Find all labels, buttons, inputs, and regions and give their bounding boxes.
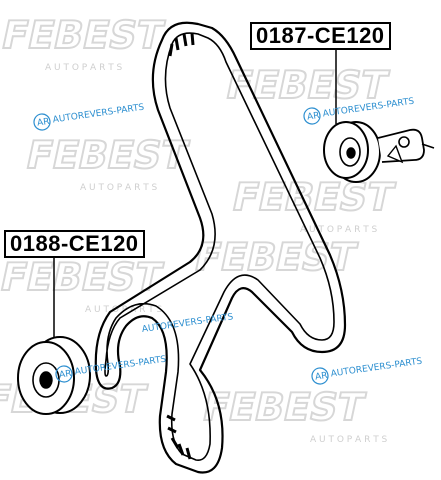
watermark-brand-text: FEBEST	[228, 175, 398, 220]
tensioner-spring	[386, 144, 404, 164]
watermark-brand-text: FEBEST	[22, 133, 192, 178]
watermark-brand-text: FEBEST	[191, 235, 361, 280]
belt-outer-edge	[94, 21, 347, 474]
ar-logo-text: AR	[314, 371, 328, 383]
ar-logo-icon	[311, 367, 329, 385]
timing-belt	[94, 21, 347, 474]
febest-watermark: FEBEST	[221, 62, 393, 109]
autorevers-stamp: AR AUTOREVERS-PARTS	[33, 103, 145, 131]
ar-logo-icon	[303, 107, 321, 125]
watermark-brand-text: FEBEST	[0, 13, 167, 58]
febest-watermark: FEBEST	[190, 234, 362, 281]
tensioner-arm	[421, 143, 435, 149]
febest-watermark: FEBEST A U T O P A R T S	[21, 132, 193, 193]
tensioner-pulley	[323, 121, 435, 183]
watermark-tagline: A U T O P A R T S	[310, 435, 388, 445]
ar-stamp-text: AUTOREVERS-PARTS	[141, 312, 234, 335]
watermark-tagline: A U T O P A R T S	[80, 183, 158, 193]
ar-logo-icon	[33, 113, 51, 131]
tensioner-part-number-label: 0187-CE120	[250, 22, 391, 50]
watermark-brand-text: FEBEST	[199, 385, 369, 430]
idler-part-number-label: 0188-CE120	[4, 230, 145, 258]
watermark-tagline: A U T O P A R T S	[300, 225, 378, 235]
febest-watermark: FEBEST A U T O P A R T S	[227, 174, 399, 235]
leader-lines	[53, 50, 337, 338]
tensioner-pulley-hub	[346, 147, 356, 159]
belt-teeth	[166, 32, 195, 460]
idler-pulley-hub	[39, 371, 53, 389]
idler-pulley	[17, 336, 91, 415]
ar-stamp-text: AUTOREVERS-PARTS	[52, 103, 145, 126]
ar-logo-text: AR	[58, 369, 72, 381]
febest-watermark: FEBEST A U T O P A R T S	[198, 384, 388, 445]
watermark-tagline: A U T O P A R T S	[45, 63, 123, 73]
autorevers-stamp: AUTOREVERS-PARTS	[141, 312, 234, 335]
watermark-brand-text: FEBEST	[222, 63, 392, 108]
ar-stamp-text: AUTOREVERS-PARTS	[330, 357, 423, 380]
febest-watermark: FEBEST A U T O P A R T S	[0, 12, 168, 73]
tensioner-bolt	[398, 136, 410, 148]
ar-logo-text: AR	[306, 111, 320, 123]
ar-logo-icon	[55, 365, 73, 383]
watermark-layer: FEBEST A U T O P A R T S FEBEST FEBEST A…	[0, 12, 399, 445]
autorevers-stamp: AR AUTOREVERS-PARTS	[311, 357, 423, 385]
ar-logo-text: AR	[36, 117, 50, 129]
